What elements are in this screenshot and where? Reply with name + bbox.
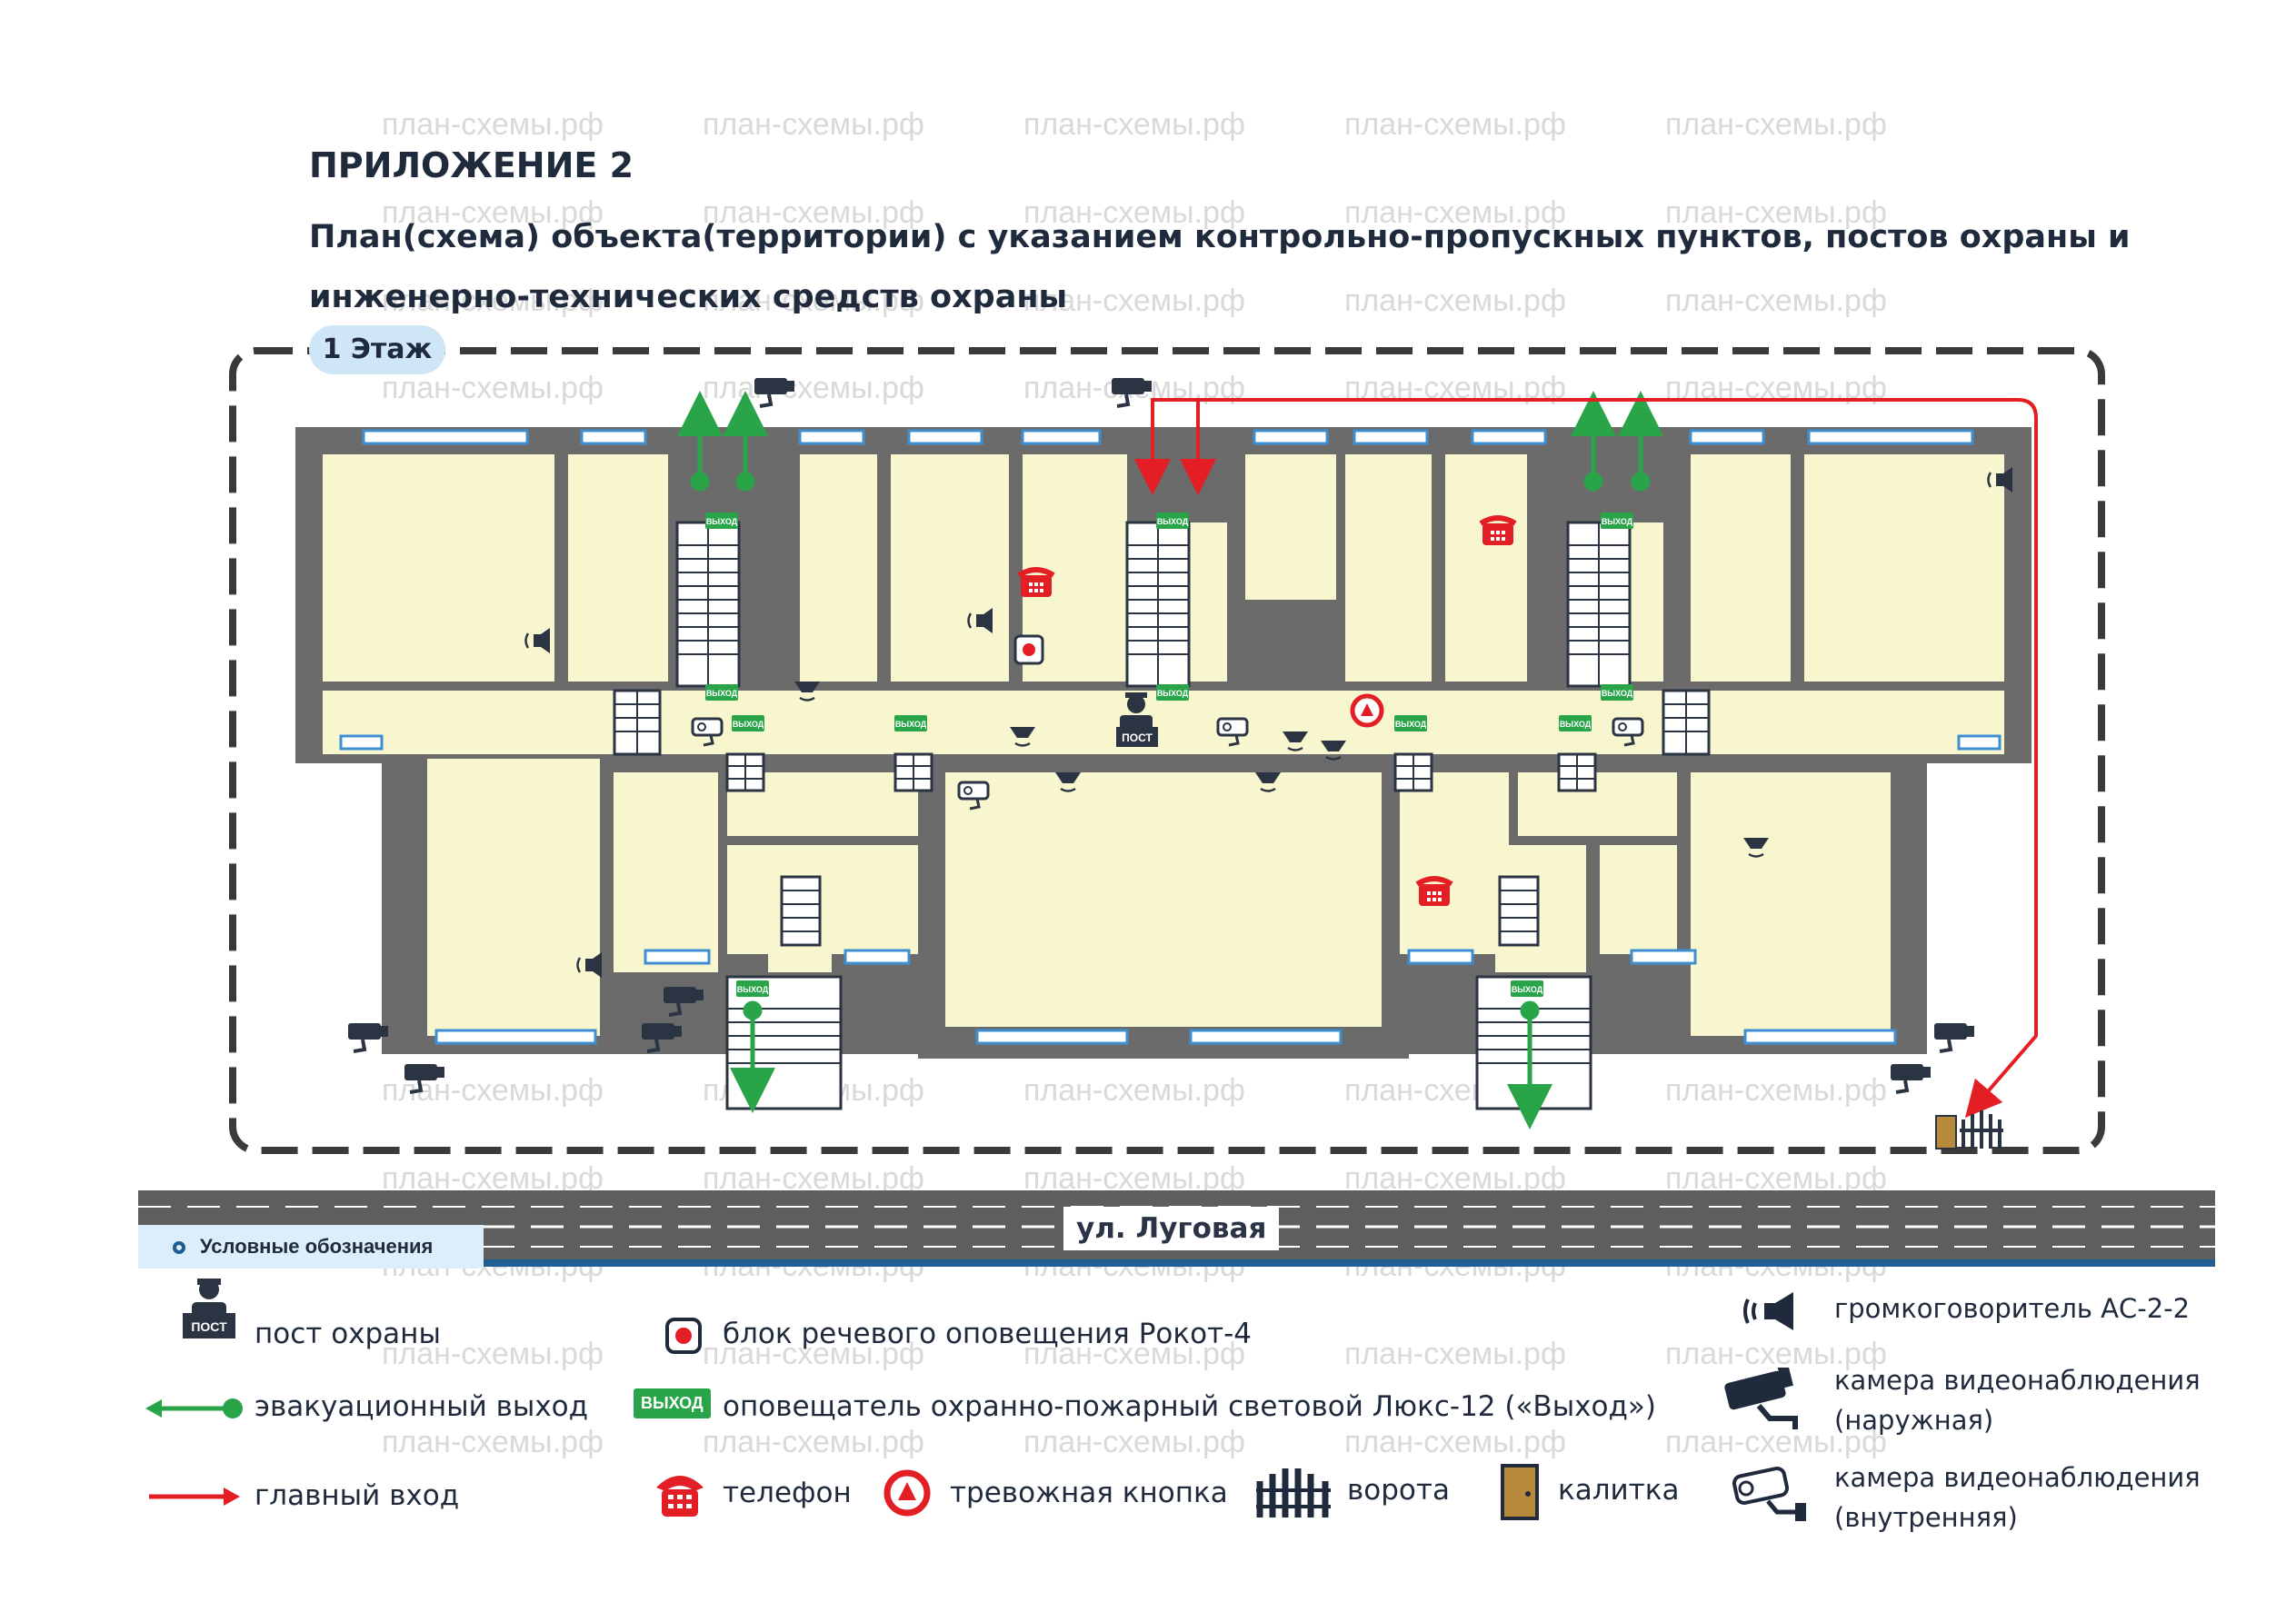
svg-text:план-схемы.рф: план-схемы.рф	[1023, 1425, 1245, 1459]
speaker-legend-icon	[1743, 1292, 1793, 1330]
legend-camera-outdoor-2: (наружная)	[1834, 1405, 1994, 1436]
svg-text:план-схемы.рф: план-схемы.рф	[703, 1425, 924, 1459]
wicket-legend-icon	[1501, 1464, 1539, 1520]
phone-legend-icon	[656, 1476, 704, 1517]
svg-text:план-схемы.рф: план-схемы.рф	[1344, 1337, 1566, 1371]
svg-text:план-схемы.рф: план-схемы.рф	[703, 371, 924, 405]
svg-text:план-схемы.рф: план-схемы.рф	[1023, 1073, 1245, 1108]
guard-post-legend-icon: ПОСТ	[183, 1279, 235, 1338]
svg-text:план-схемы.рф: план-схемы.рф	[1023, 195, 1245, 230]
legend-camera-indoor-2: (внутренняя)	[1834, 1502, 2018, 1533]
exit-sign-legend-icon: ВЫХОД	[634, 1388, 711, 1418]
evac-legend-icon	[145, 1398, 243, 1418]
evac-exits	[677, 391, 1663, 1129]
svg-text:план-схемы.рф: план-схемы.рф	[382, 1161, 604, 1196]
svg-text:план-схемы.рф: план-схемы.рф	[1665, 1337, 1887, 1371]
page-title: ПРИЛОЖЕНИЕ 2	[309, 145, 634, 185]
svg-text:план-схемы.рф: план-схемы.рф	[1344, 284, 1566, 318]
legend-main-entrance: главный вход	[255, 1479, 460, 1512]
svg-text:план-схемы.рф: план-схемы.рф	[382, 107, 604, 142]
svg-text:ПОСТ: ПОСТ	[191, 1319, 227, 1334]
svg-text:план-схемы.рф: план-схемы.рф	[1023, 107, 1245, 142]
legend-alarm-button: тревожная кнопка	[950, 1477, 1228, 1509]
street-label: ул. Луговая	[1063, 1207, 1280, 1250]
svg-text:план-схемы.рф: план-схемы.рф	[1023, 1161, 1245, 1196]
svg-text:план-схемы.рф: план-схемы.рф	[1665, 195, 1887, 230]
svg-text:план-схемы.рф: план-схемы.рф	[703, 195, 924, 230]
legend-camera-outdoor-1: камера видеонаблюдения	[1834, 1365, 2201, 1396]
page-subtitle: План(схема) объекта(территории) с указан…	[309, 219, 2131, 315]
legend-circle-icon	[173, 1241, 185, 1255]
svg-text:ПОСТ: ПОСТ	[1122, 731, 1153, 744]
svg-text:план-схемы.рф: план-схемы.рф	[382, 195, 604, 230]
gate-legend-icon	[1256, 1468, 1331, 1518]
svg-text:план-схемы.рф: план-схемы.рф	[382, 284, 604, 318]
svg-text:план-схемы.рф: план-схемы.рф	[1665, 107, 1887, 142]
svg-text:план-схемы.рф: план-схемы.рф	[1344, 1161, 1566, 1196]
svg-text:план-схемы.рф: план-схемы.рф	[1344, 195, 1566, 230]
svg-text:план-схемы.рф: план-схемы.рф	[1023, 284, 1245, 318]
guard-post-icon: ПОСТ	[1116, 692, 1158, 747]
svg-text:план-схемы.рф: план-схемы.рф	[703, 284, 924, 318]
legend-header: Условные обозначения	[138, 1225, 484, 1269]
legend-camera-indoor-1: камера видеонаблюдения	[1834, 1462, 2201, 1493]
svg-text:план-схемы.рф: план-схемы.рф	[1023, 1337, 1245, 1371]
legend-speech-unit: блок речевого оповещения Рокот-4	[723, 1318, 1253, 1350]
legend-phone: телефон	[723, 1477, 852, 1509]
svg-text:план-схемы.рф: план-схемы.рф	[703, 1337, 924, 1371]
alarm-button-icon	[1350, 693, 1384, 728]
outdoor-camera-legend-icon	[1724, 1368, 1798, 1429]
svg-text:план-схемы.рф: план-схемы.рф	[1344, 1425, 1566, 1459]
svg-text:план-схемы.рф: план-схемы.рф	[703, 107, 924, 142]
gate-and-wicket	[1935, 1110, 2003, 1149]
legend-speaker: громкоговоритель АС-2-2	[1834, 1293, 2191, 1324]
svg-text:план-схемы.рф: план-схемы.рф	[1665, 1073, 1887, 1108]
floor-label[interactable]: 1 Этаж	[309, 325, 445, 374]
alarm-button-legend-icon	[883, 1469, 931, 1517]
indoor-camera-legend-icon	[1732, 1466, 1806, 1521]
speech-unit-icon	[1013, 634, 1044, 665]
entrance-legend-icon	[149, 1488, 240, 1506]
legend-wicket: калитка	[1558, 1474, 1680, 1507]
speech-unit-legend-icon	[665, 1318, 702, 1354]
legend-guard-post: пост охраны	[255, 1318, 441, 1350]
svg-text:план-схемы.рф: план-схемы.рф	[382, 371, 604, 405]
svg-text:план-схемы.рф: план-схемы.рф	[1665, 1425, 1887, 1459]
legend-evac-exit: эвакуационный выход	[255, 1390, 589, 1423]
legend-gate: ворота	[1347, 1474, 1450, 1507]
svg-text:план-схемы.рф: план-схемы.рф	[1665, 1161, 1887, 1196]
building	[295, 427, 2031, 1110]
svg-text:план-схемы.рф: план-схемы.рф	[382, 1337, 604, 1371]
svg-text:план-схемы.рф: план-схемы.рф	[703, 1161, 924, 1196]
main-entrance	[1134, 398, 2038, 1119]
svg-text:план-схемы.рф: план-схемы.рф	[1344, 107, 1566, 142]
svg-text:план-схемы.рф: план-схемы.рф	[1665, 284, 1887, 318]
svg-text:план-схемы.рф: план-схемы.рф	[382, 1425, 604, 1459]
legend-exit-sign: оповещатель охранно-пожарный световой Лю…	[723, 1390, 1656, 1423]
